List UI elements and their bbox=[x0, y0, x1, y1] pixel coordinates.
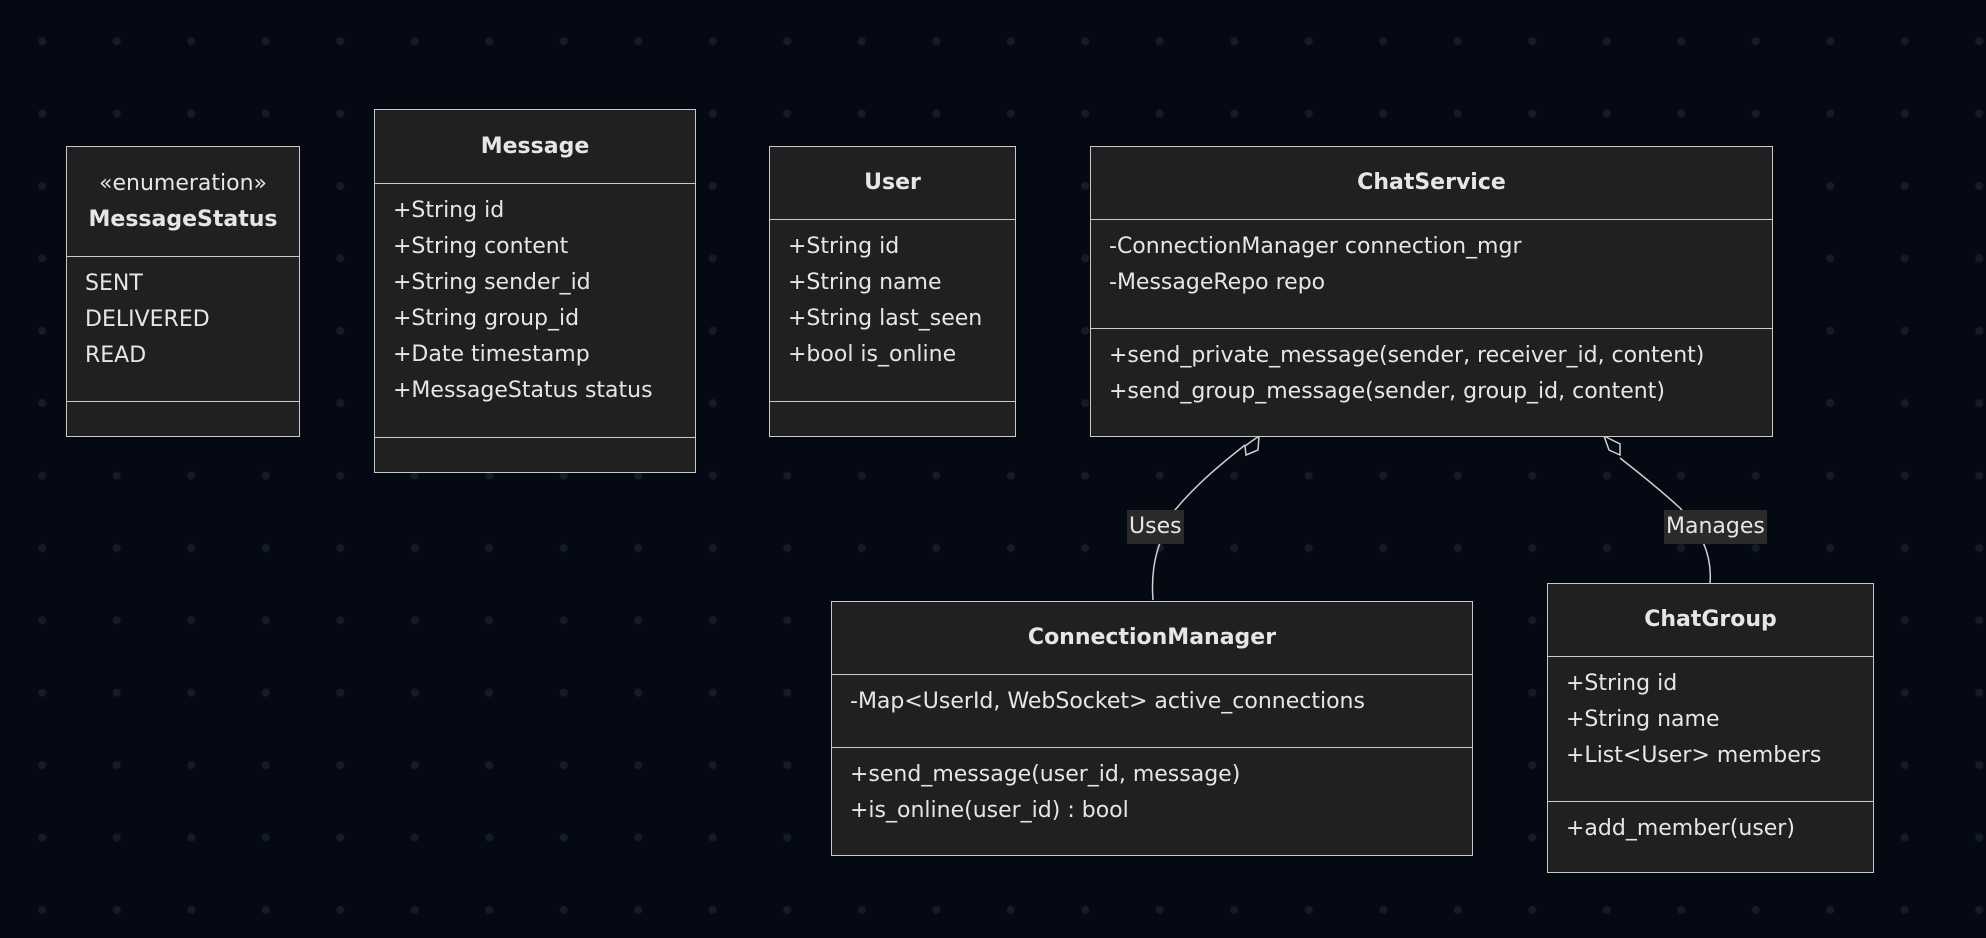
attribute: +Date timestamp bbox=[393, 342, 590, 367]
attribute: +String name bbox=[788, 270, 942, 295]
methods-compartment bbox=[375, 438, 695, 447]
methods-compartment: +add_member(user) bbox=[1548, 802, 1873, 847]
class-header: User bbox=[770, 147, 1015, 220]
class-header: ChatService bbox=[1091, 147, 1772, 220]
class-connection-manager[interactable]: ConnectionManager -Map<UserId, WebSocket… bbox=[831, 601, 1473, 856]
attributes-compartment: -Map<UserId, WebSocket> active_connectio… bbox=[832, 675, 1472, 748]
class-user[interactable]: User +String id +String name +String las… bbox=[769, 146, 1016, 437]
attributes-compartment: +String id +String name +List<User> memb… bbox=[1548, 657, 1873, 802]
methods-compartment: +send_private_message(sender, receiver_i… bbox=[1091, 329, 1772, 410]
manages-aggregation-diamond bbox=[1602, 434, 1621, 457]
attribute: +MessageStatus status bbox=[393, 378, 653, 403]
manages-label: Manages bbox=[1664, 510, 1767, 544]
class-name: ChatGroup bbox=[1644, 607, 1777, 632]
attributes-compartment: +String id +String name +String last_see… bbox=[770, 220, 1015, 402]
attribute: +String group_id bbox=[393, 306, 580, 331]
attribute: +String content bbox=[393, 234, 569, 259]
class-name: ConnectionManager bbox=[1027, 625, 1277, 650]
class-name: ChatService bbox=[1357, 170, 1506, 195]
attribute: -MessageRepo repo bbox=[1109, 270, 1326, 295]
attributes-compartment: -ConnectionManager connection_mgr -Messa… bbox=[1091, 220, 1772, 329]
enum-value: READ bbox=[85, 343, 147, 368]
class-header: «enumeration» MessageStatus bbox=[67, 147, 299, 257]
methods-compartment bbox=[770, 402, 1015, 411]
methods-compartment: +send_message(user_id, message) +is_onli… bbox=[832, 748, 1472, 829]
attribute: -ConnectionManager connection_mgr bbox=[1109, 234, 1522, 259]
class-stereotype: «enumeration» bbox=[99, 170, 267, 196]
method: +add_member(user) bbox=[1566, 816, 1795, 841]
method: +send_group_message(sender, group_id, co… bbox=[1109, 379, 1665, 404]
class-header: ChatGroup bbox=[1548, 584, 1873, 657]
attribute: +bool is_online bbox=[788, 342, 957, 367]
attributes-compartment: +String id +String content +String sende… bbox=[375, 184, 695, 438]
attribute: +String name bbox=[1566, 707, 1720, 732]
enum-value: DELIVERED bbox=[85, 307, 210, 332]
enum-values: SENT DELIVERED READ bbox=[67, 257, 299, 402]
uses-label: Uses bbox=[1127, 510, 1184, 544]
uses-aggregation-diamond bbox=[1244, 434, 1260, 457]
class-chat-group[interactable]: ChatGroup +String id +String name +List<… bbox=[1547, 583, 1874, 873]
enum-value: SENT bbox=[85, 271, 143, 296]
attribute: +String last_seen bbox=[788, 306, 983, 331]
class-header: Message bbox=[375, 110, 695, 184]
attribute: +String id bbox=[788, 234, 900, 259]
attribute: +String id bbox=[393, 198, 505, 223]
attribute: +String id bbox=[1566, 671, 1678, 696]
attribute: -Map<UserId, WebSocket> active_connectio… bbox=[850, 689, 1365, 714]
class-name: MessageStatus bbox=[88, 206, 278, 232]
attribute: +String sender_id bbox=[393, 270, 591, 295]
manages-edge bbox=[1619, 457, 1712, 584]
class-message[interactable]: Message +String id +String content +Stri… bbox=[374, 109, 696, 473]
method: +is_online(user_id) : bool bbox=[850, 798, 1129, 823]
class-name: User bbox=[864, 170, 921, 195]
methods-compartment bbox=[67, 402, 299, 411]
class-name: Message bbox=[480, 133, 590, 159]
attribute: +List<User> members bbox=[1566, 743, 1822, 768]
class-header: ConnectionManager bbox=[832, 602, 1472, 675]
class-message-status[interactable]: «enumeration» MessageStatus SENT DELIVER… bbox=[66, 146, 300, 437]
method: +send_private_message(sender, receiver_i… bbox=[1109, 343, 1705, 368]
method: +send_message(user_id, message) bbox=[850, 762, 1241, 787]
class-chat-service[interactable]: ChatService -ConnectionManager connectio… bbox=[1090, 146, 1773, 437]
